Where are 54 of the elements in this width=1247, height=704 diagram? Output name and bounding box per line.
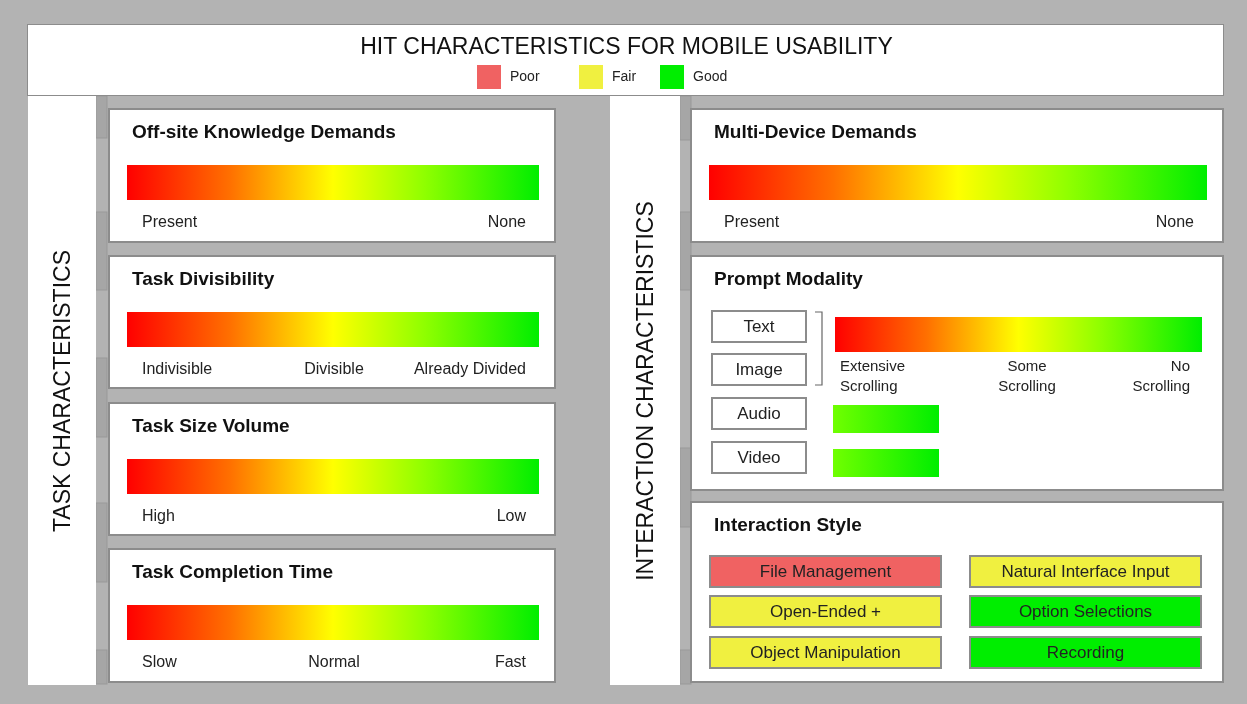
characteristic-card bbox=[690, 108, 1224, 243]
gradient-scale-bar bbox=[127, 459, 539, 494]
gradient-scale-bar bbox=[709, 165, 1207, 200]
gradient-scale-bar bbox=[127, 605, 539, 640]
option-box: File Management bbox=[709, 555, 942, 588]
option-box: Video bbox=[711, 441, 807, 474]
characteristic-card bbox=[690, 255, 1224, 491]
scale-label: Present bbox=[142, 212, 199, 232]
scale-label: Present bbox=[724, 212, 781, 232]
rating-bar bbox=[833, 449, 939, 477]
option-box: Object Manipulation bbox=[709, 636, 942, 669]
scale-label: Normal bbox=[307, 652, 361, 672]
characteristic-card bbox=[690, 501, 1224, 683]
scale-label: Slow bbox=[142, 652, 178, 672]
card-heading: Task Completion Time bbox=[132, 562, 333, 582]
legend-label: Good bbox=[693, 67, 728, 86]
rating-bar bbox=[833, 405, 939, 433]
gradient-scale-bar bbox=[835, 317, 1202, 352]
option-box: Open-Ended + bbox=[709, 595, 942, 628]
characteristic-card bbox=[108, 255, 556, 389]
characteristic-card bbox=[108, 548, 556, 683]
scale-label: Fast bbox=[493, 652, 526, 672]
option-box: Option Selections bbox=[969, 595, 1202, 628]
scale-label: High bbox=[142, 506, 176, 526]
side-panel bbox=[28, 96, 96, 685]
scale-label: No Scrolling bbox=[1131, 356, 1190, 396]
scale-label: Some Scrolling bbox=[997, 356, 1057, 396]
side-label: TASK CHARACTERISTICS bbox=[48, 249, 76, 532]
legend-label: Fair bbox=[612, 67, 637, 86]
gradient-scale-bar bbox=[127, 165, 539, 200]
side-panel bbox=[610, 96, 680, 685]
card-heading: Task Divisibility bbox=[132, 269, 275, 289]
legend-label: Poor bbox=[510, 67, 540, 86]
characteristic-card bbox=[108, 108, 556, 243]
option-box: Natural Interface Input bbox=[969, 555, 1202, 588]
card-heading: Multi-Device Demands bbox=[714, 122, 917, 142]
scale-label: None bbox=[486, 212, 526, 232]
card-heading: Off-site Knowledge Demands bbox=[132, 122, 396, 142]
diagram-title: HIT CHARACTERISTICS FOR MOBILE USABILITY bbox=[359, 33, 894, 59]
scale-label: Extensive Scrolling bbox=[840, 356, 907, 396]
option-box: Audio bbox=[711, 397, 807, 430]
gradient-scale-bar bbox=[127, 312, 539, 347]
option-box: Recording bbox=[969, 636, 1202, 669]
card-heading: Prompt Modality bbox=[714, 269, 863, 289]
scale-label: Low bbox=[495, 506, 526, 526]
scale-label: Already Divided bbox=[412, 359, 526, 379]
side-label: INTERACTION CHARACTERISTICS bbox=[631, 200, 659, 581]
card-heading: Interaction Style bbox=[714, 515, 862, 535]
scale-label: None bbox=[1154, 212, 1194, 232]
scale-label: Indivisible bbox=[142, 359, 214, 379]
option-box: Text bbox=[711, 310, 807, 343]
card-heading: Task Size Volume bbox=[132, 416, 290, 436]
characteristic-card bbox=[108, 402, 556, 536]
option-box: Image bbox=[711, 353, 807, 386]
